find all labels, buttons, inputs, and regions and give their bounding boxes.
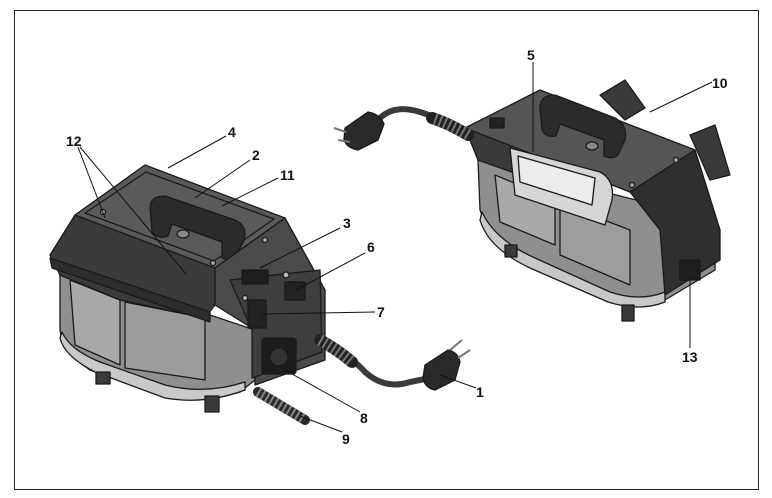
leader-12a [77,146,106,219]
leader-6 [295,252,366,291]
callout-6: 6 [367,239,375,255]
left-socket [269,347,289,367]
left-screw-b [209,259,217,267]
callout-12: 12 [66,133,82,149]
left-indicator-2 [241,294,249,302]
leader-7 [261,311,376,315]
leader-11 [221,177,279,207]
left-handle-screw [176,229,190,239]
right-device [333,79,731,322]
left-top-rim [84,171,275,262]
callout-7: 7 [377,304,385,320]
left-indicator [282,271,290,279]
leader-9 [299,415,343,433]
callout-13: 13 [682,349,698,365]
left-plug [422,349,461,391]
left-switch-3 [241,269,269,285]
callout-9: 9 [342,431,350,447]
right-latch [489,117,505,129]
right-screw-a [672,156,680,164]
callout-5: 5 [527,47,535,63]
leader-lines [77,62,713,433]
right-handle [539,94,627,159]
callout-10: 10 [712,75,728,91]
left-foot-2 [204,395,220,413]
left-plug-pin-b [457,349,471,359]
leader-2 [194,159,251,199]
left-plug-pin-a [449,339,463,351]
right-plug-pin-b [337,139,351,143]
left-switch-6 [284,281,306,301]
right-cable-hook-b [689,124,731,181]
leader-1 [439,374,477,389]
left-hose-ribs [255,387,308,425]
right-connector [679,259,701,281]
leader-3 [259,227,341,269]
left-screw-c [261,236,269,244]
leader-8 [284,369,361,413]
callout-4: 4 [228,124,236,140]
right-cable-hook-a [599,79,646,121]
left-device [49,164,471,425]
right-screw-b [628,181,636,189]
right-plug-pin-a [333,127,347,133]
callout-3: 3 [343,215,351,231]
left-hood-band [49,257,211,323]
leader-4 [167,135,227,169]
callout-11: 11 [280,167,295,183]
callout-1: 1 [476,384,484,400]
right-handle-screw [585,141,599,151]
right-cable-sleeve-ribs [430,112,472,141]
callout-8: 8 [360,410,368,426]
left-foot-1 [95,371,111,385]
callout-labels: 1 2 3 4 5 6 7 8 9 10 11 12 13 [66,47,728,447]
callout-2: 2 [252,147,260,163]
right-clear-cover-inner [517,155,596,206]
right-foot-1 [504,244,518,258]
left-cable-sleeve-ribs [317,334,356,367]
leader-10 [649,81,713,113]
right-end-block [629,149,721,296]
leader-12b [79,146,187,275]
right-foot-2 [621,304,635,322]
right-plug [343,111,385,151]
left-trim-band [59,331,246,401]
